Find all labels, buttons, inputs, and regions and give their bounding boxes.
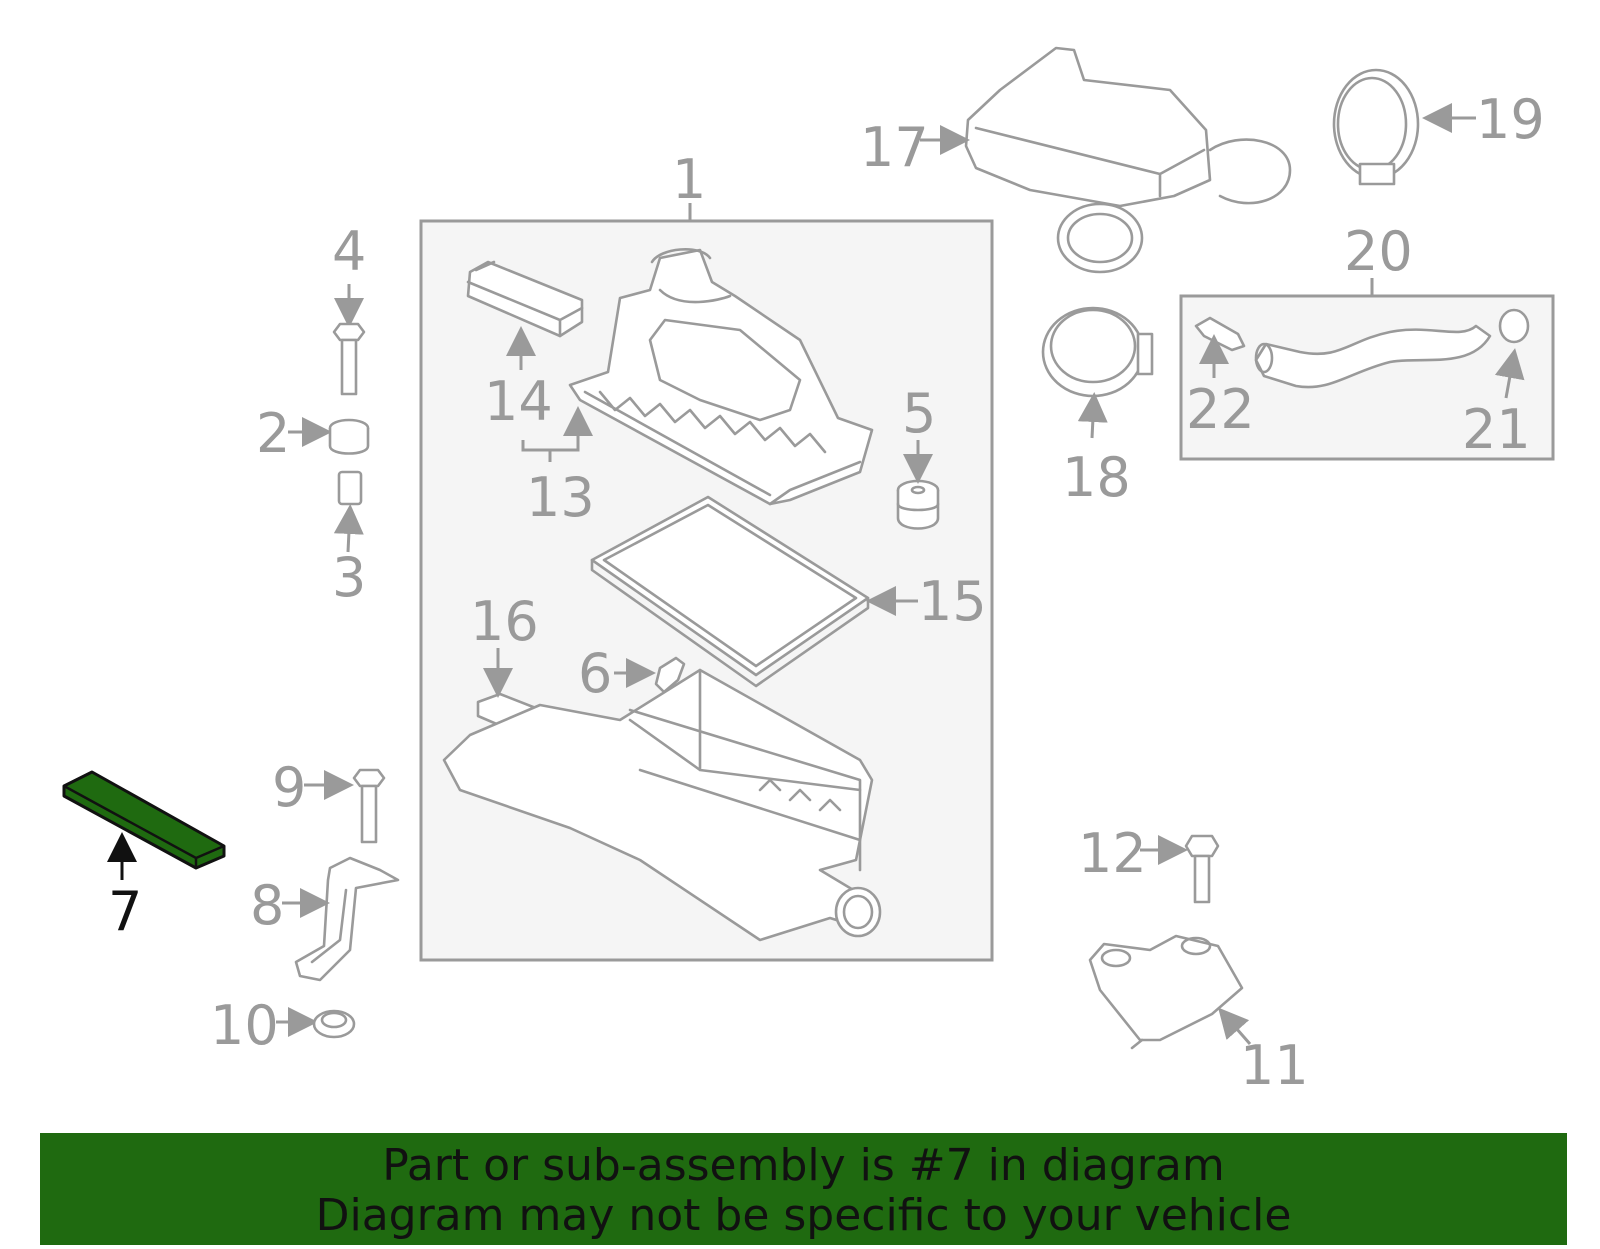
callout-13[interactable]: 13	[526, 466, 595, 529]
callout-3[interactable]: 3	[332, 546, 366, 609]
callout-20[interactable]: 20	[1344, 220, 1413, 283]
info-banner: Part or sub-assembly is #7 in diagram Di…	[40, 1133, 1567, 1245]
callout-10[interactable]: 10	[210, 994, 279, 1057]
part-15-filter[interactable]	[590, 495, 918, 688]
part-5-grommet[interactable]	[896, 440, 940, 530]
callout-17[interactable]: 17	[860, 116, 929, 179]
banner-line-1: Part or sub-assembly is #7 in diagram	[382, 1140, 1225, 1191]
banner-line-2: Diagram may not be specific to your vehi…	[315, 1190, 1292, 1241]
part-2-bushing[interactable]	[288, 417, 370, 455]
callout-5[interactable]: 5	[902, 382, 936, 445]
callout-14[interactable]: 14	[484, 370, 553, 433]
part-18-clamp[interactable]	[1041, 306, 1154, 439]
callout-21[interactable]: 21	[1462, 398, 1531, 461]
callout-4[interactable]: 4	[332, 220, 366, 283]
part-10-grommet[interactable]	[276, 1007, 356, 1039]
part-19-clamp[interactable]	[1332, 68, 1476, 186]
callout-7[interactable]: 7	[108, 880, 142, 943]
assembly-20-box	[1179, 294, 1555, 461]
callout-22[interactable]: 22	[1186, 378, 1255, 441]
part-20-hose[interactable]	[1254, 324, 1492, 389]
part-12-bolt[interactable]	[1140, 834, 1220, 904]
callout-2[interactable]: 2	[256, 402, 290, 465]
part-7-highlighted[interactable]	[62, 770, 226, 880]
part-21-clamp[interactable]	[1494, 308, 1530, 399]
part-16-lower-housing[interactable]	[442, 648, 882, 942]
callout-8[interactable]: 8	[250, 874, 284, 937]
callout-12[interactable]: 12	[1078, 822, 1147, 885]
callout-9[interactable]: 9	[272, 756, 306, 819]
callout-19[interactable]: 19	[1476, 88, 1545, 151]
part-11-bracket[interactable]	[1088, 934, 1252, 1050]
part-3-sleeve[interactable]	[333, 470, 364, 553]
callout-15[interactable]: 15	[918, 570, 987, 633]
callout-16[interactable]: 16	[470, 590, 539, 653]
part-22-clip[interactable]	[1194, 316, 1246, 378]
part-6-clip[interactable]	[614, 656, 686, 694]
part-4-bolt[interactable]	[332, 284, 366, 396]
callout-11[interactable]: 11	[1240, 1034, 1309, 1097]
part-17-intake-duct[interactable]	[920, 46, 1292, 274]
part-13-upper-housing[interactable]	[521, 247, 874, 506]
callout-1[interactable]: 1	[672, 148, 706, 211]
callout-18[interactable]: 18	[1062, 446, 1131, 509]
part-14-sensor[interactable]	[466, 260, 584, 370]
part-9-bolt[interactable]	[304, 768, 386, 844]
callout-6[interactable]: 6	[578, 642, 612, 705]
part-8-bracket[interactable]	[282, 856, 400, 982]
